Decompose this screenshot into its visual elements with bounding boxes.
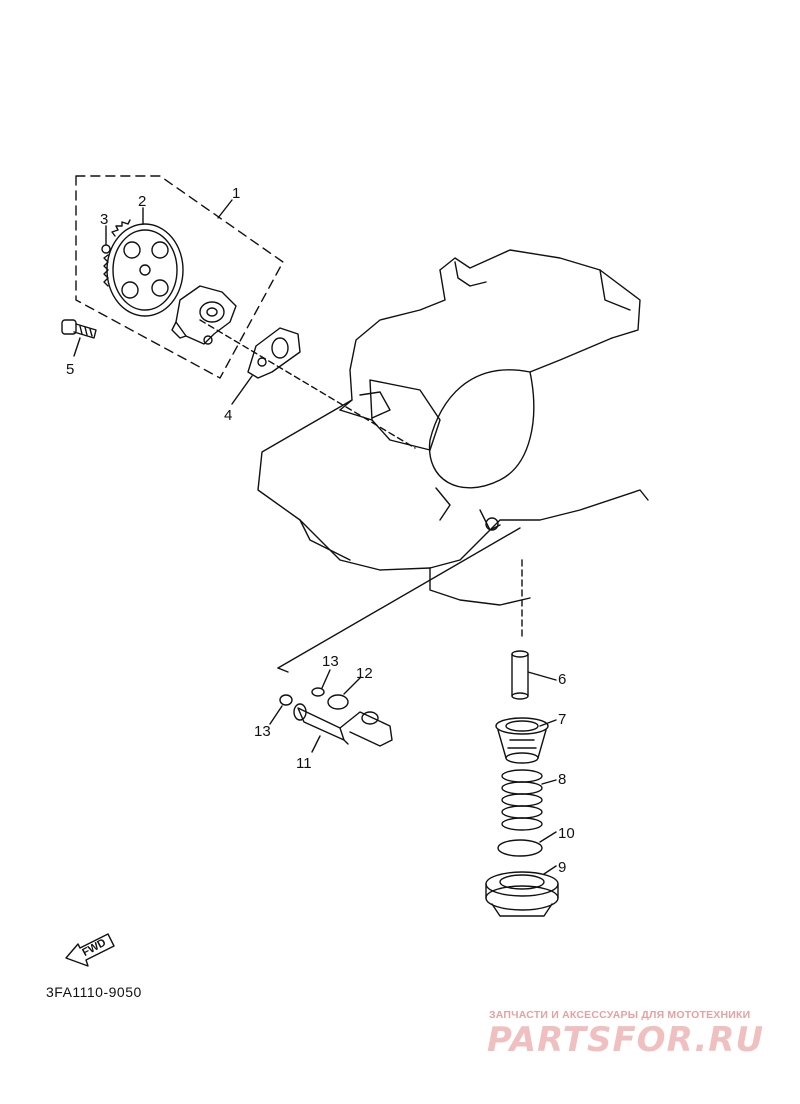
spring-part xyxy=(501,769,543,831)
delivery-pipe-part xyxy=(293,703,393,747)
callout-8: 8 xyxy=(558,771,566,788)
leader-lines xyxy=(73,199,557,875)
o-ring-13-left xyxy=(279,694,293,706)
gasket-part xyxy=(247,327,301,379)
watermark-logo: PARTSFOR.RU xyxy=(487,1020,765,1060)
callout-13-left: 13 xyxy=(254,723,271,740)
callout-6: 6 xyxy=(558,671,566,688)
oil-pump-body xyxy=(171,285,237,345)
callout-10: 10 xyxy=(558,825,575,842)
callout-7: 7 xyxy=(558,711,566,728)
watermark-tagline: ЗАПЧАСТИ И АКСЕССУАРЫ ДЛЯ МОТОТЕХНИКИ xyxy=(489,1009,751,1021)
callout-11: 11 xyxy=(296,755,312,772)
assembly-outline xyxy=(75,175,284,379)
oil-pump-gear xyxy=(103,219,184,317)
callout-5: 5 xyxy=(66,361,74,378)
strainer-part xyxy=(495,717,549,764)
fwd-arrow-icon xyxy=(65,933,115,967)
diagram-code: 3FA1110-9050 xyxy=(46,984,142,1000)
washer-part xyxy=(327,694,349,710)
callout-2: 2 xyxy=(138,193,146,210)
callout-3: 3 xyxy=(100,211,108,228)
callout-12: 12 xyxy=(356,665,373,682)
engine-crankcase xyxy=(257,249,649,606)
bolt-part xyxy=(61,319,97,339)
drain-plug-part xyxy=(485,871,559,917)
o-ring-part xyxy=(497,839,543,857)
callout-9: 9 xyxy=(558,859,566,876)
oil-pipe-part xyxy=(511,650,529,700)
o-ring-13-right xyxy=(311,687,325,697)
circlip-part xyxy=(101,244,111,254)
callout-13-top: 13 xyxy=(322,653,339,670)
callout-4: 4 xyxy=(224,407,232,424)
callout-1: 1 xyxy=(232,185,240,202)
